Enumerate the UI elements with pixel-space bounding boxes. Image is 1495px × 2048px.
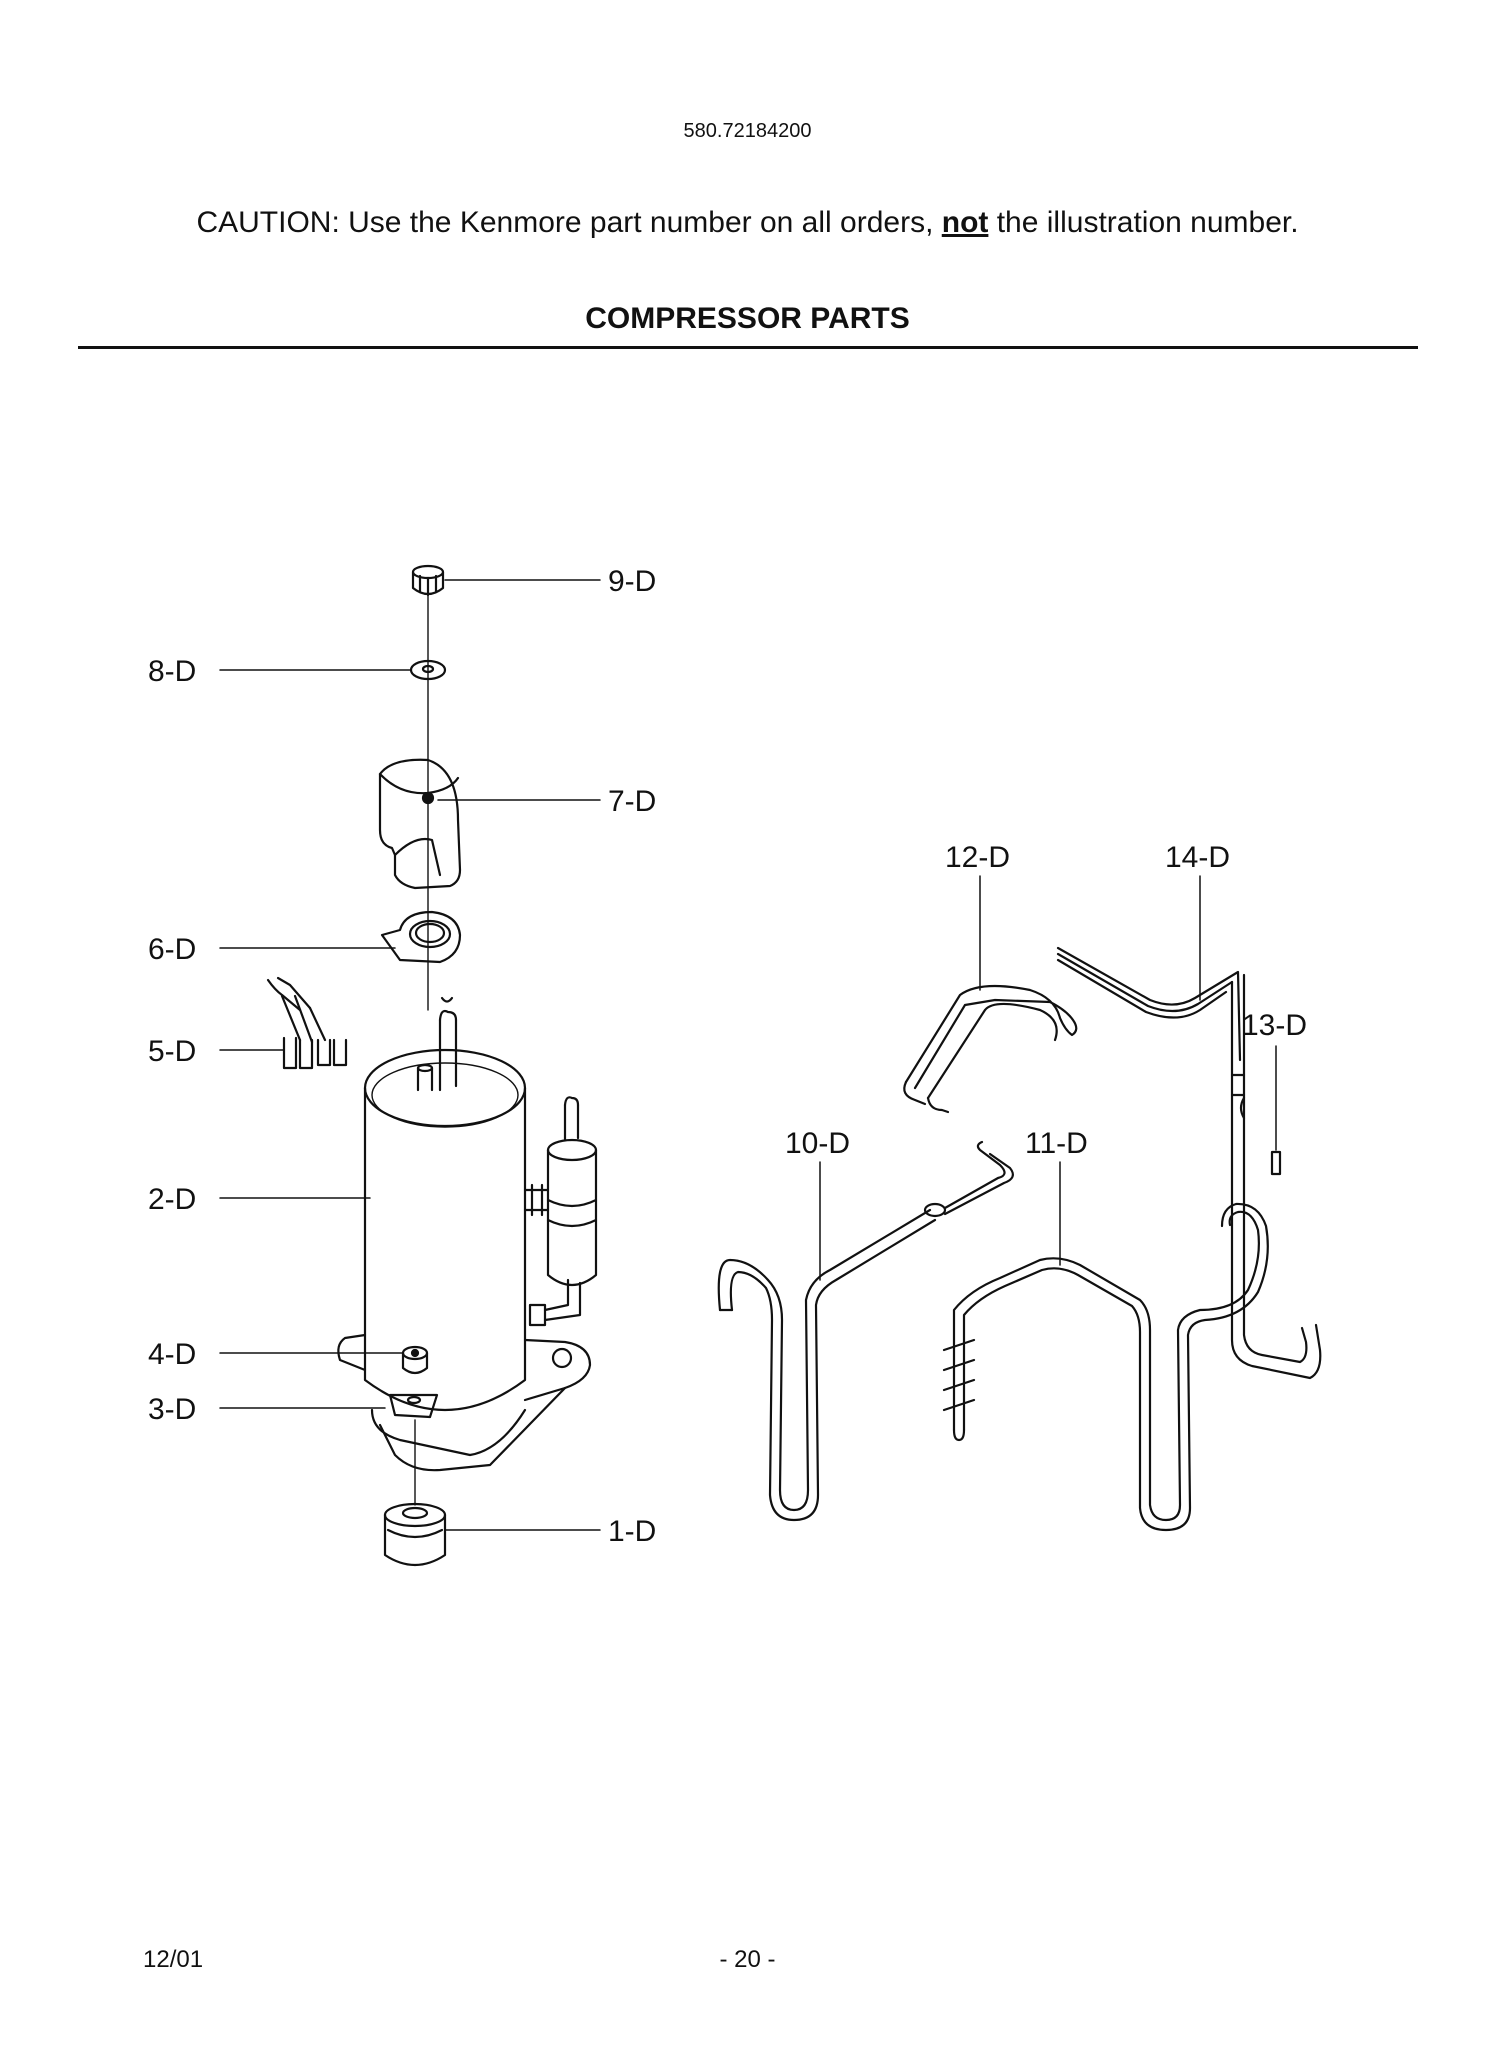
callout-13-d: 13-D [1242,1009,1307,1042]
caution-notice: CAUTION: Use the Kenmore part number on … [0,206,1495,240]
callout-3-d: 3-D [148,1393,196,1426]
title-divider [78,346,1418,349]
callout-5-d: 5-D [148,1035,196,1068]
callout-6-d: 6-D [148,933,196,966]
callout-10-d: 10-D [785,1127,850,1160]
callout-11-d: 11-D [1025,1127,1088,1160]
part-7-cover-drawing [378,758,462,890]
callout-9-d: 9-D [608,565,656,598]
callout-1-d: 1-D [608,1515,656,1548]
part-9-nut-drawing [411,564,445,597]
part-1-isolator-drawing [383,1419,447,1566]
part-11-tube-drawing [942,1202,1269,1532]
callout-14-d: 14-D [1165,841,1230,874]
part-2-compressor-drawing [337,996,598,1472]
callout-7-d: 7-D [608,785,656,818]
callout-2-d: 2-D [148,1183,196,1216]
callout-4-d: 4-D [148,1338,196,1371]
part-8-washer-drawing [409,659,447,681]
part-14-capillary-drawing [1056,946,1322,1380]
part-6-gasket-drawing [380,910,462,964]
part-10-tube-drawing [717,1140,1014,1522]
caution-emphasis: not [941,206,989,239]
callout-12-d: 12-D [945,841,1010,874]
caution-suffix: the illustration number. [988,206,1299,239]
part-12-tube-drawing [903,984,1078,1114]
footer-date: 12/01 [143,1946,204,1973]
part-13-clamp-drawing [1239,1096,1282,1176]
caution-prefix: CAUTION: Use the Kenmore part number on … [196,206,942,239]
page-number: - 20 - [719,1946,776,1973]
part-5-harness-drawing [266,976,348,1070]
part-4-nut-drawing [401,1345,429,1375]
part-3-sleeve-drawing [388,1393,439,1419]
callout-8-d: 8-D [148,655,196,688]
model-number: 580.72184200 [683,120,812,142]
section-title: COMPRESSOR PARTS [585,302,910,335]
exploded-parts-diagram: 9-D 8-D 7-D 12-D 14-D 6-D 13-D 5-D 10-D … [0,520,1495,1620]
